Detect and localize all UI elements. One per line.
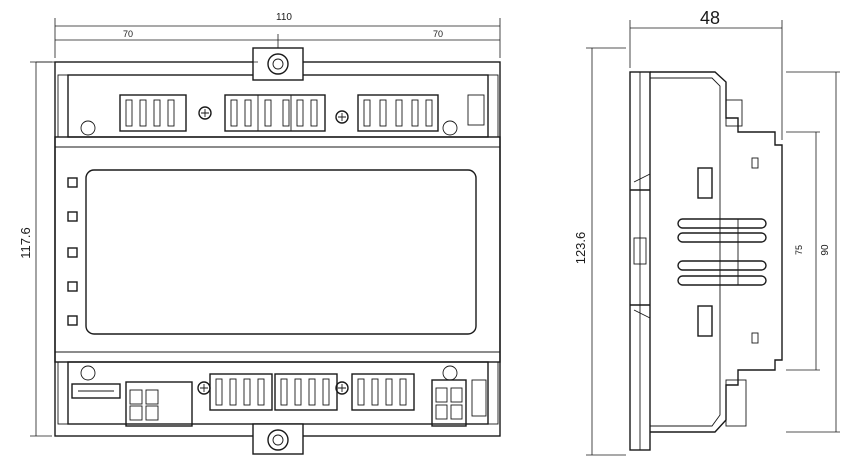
bottom-terminal-block-right bbox=[351, 373, 415, 411]
side-dimensions bbox=[586, 20, 840, 456]
bottom-right-connector bbox=[431, 379, 467, 427]
top-terminal-block-middle bbox=[224, 94, 326, 132]
led-indicator-3 bbox=[67, 247, 78, 258]
bottom-terminal-block-left bbox=[209, 373, 273, 411]
front-view: 110 70 70 117.6 bbox=[18, 12, 501, 455]
top-screw-right bbox=[335, 110, 349, 124]
top-screw-left bbox=[198, 106, 212, 120]
led-indicator-5 bbox=[67, 315, 78, 326]
led-indicator-4 bbox=[67, 281, 78, 292]
dim-front-height: 117.6 bbox=[18, 227, 33, 259]
bottom-screw-right bbox=[335, 381, 349, 395]
top-terminal-block-left bbox=[119, 94, 187, 132]
bottom-usb-connector bbox=[71, 383, 121, 399]
front-dimensions bbox=[30, 18, 501, 437]
front-housing bbox=[54, 136, 501, 363]
bottom-power-connector bbox=[125, 381, 193, 427]
dim-side-rail-inner: 75 bbox=[794, 245, 804, 255]
bottom-mount-clip bbox=[252, 423, 304, 455]
bottom-mount-hole bbox=[267, 429, 289, 451]
dim-side-rail-outer: 90 bbox=[820, 244, 831, 256]
led-indicator-1 bbox=[67, 177, 78, 188]
side-view: 48 123.6 75 90 bbox=[573, 8, 840, 456]
din-clip-lines bbox=[630, 189, 650, 306]
dim-front-overall-width: 110 bbox=[276, 12, 292, 23]
bottom-screw-left bbox=[197, 381, 211, 395]
dim-front-right-half: 70 bbox=[433, 29, 443, 39]
top-mount-hole bbox=[267, 53, 289, 75]
dim-side-depth: 48 bbox=[700, 8, 720, 28]
din-rail-slot bbox=[633, 237, 647, 265]
ventilation-slots bbox=[677, 218, 767, 286]
dim-front-left-half: 70 bbox=[123, 29, 133, 39]
dim-side-height: 123.6 bbox=[573, 232, 588, 265]
top-terminal-block-right bbox=[357, 94, 439, 132]
led-indicator-2 bbox=[67, 211, 78, 222]
lcd-window bbox=[85, 169, 477, 335]
top-mount-clip bbox=[252, 47, 304, 81]
top-side-connector bbox=[467, 94, 485, 126]
side-window-bottom bbox=[697, 305, 713, 337]
side-window-top bbox=[697, 167, 713, 199]
side-housing-profile bbox=[650, 71, 783, 433]
